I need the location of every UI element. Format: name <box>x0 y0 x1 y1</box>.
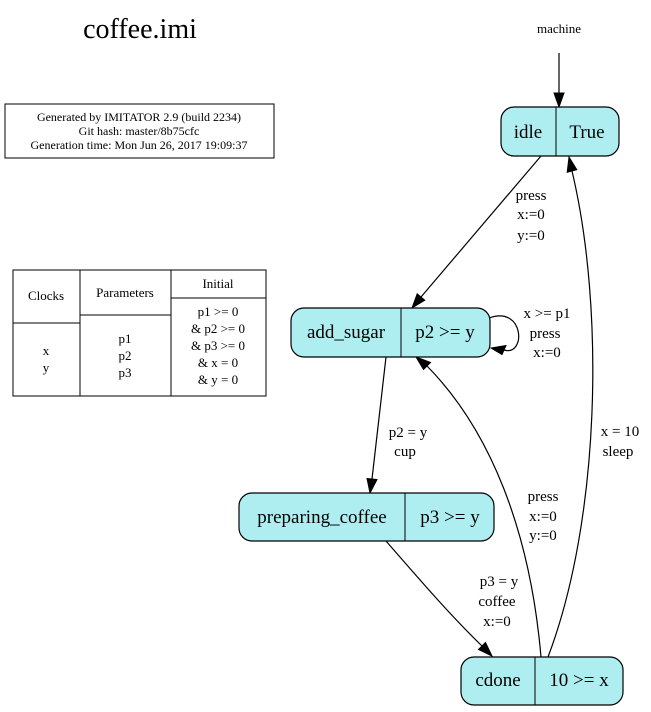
edge-label: p3 = y <box>480 574 519 590</box>
edge-idle-to-add-sugar <box>411 155 542 310</box>
initial-item: p1 >= 0 <box>198 304 239 319</box>
edge-label: cup <box>394 444 416 460</box>
state-invariant: True <box>569 122 604 143</box>
edge-label: press <box>530 326 561 342</box>
parameter-item: p3 <box>119 365 132 380</box>
clocks-header: Clocks <box>28 288 64 303</box>
parameter-item: p2 <box>119 348 132 363</box>
edge-label: x >= p1 <box>524 306 571 322</box>
initial-header: Initial <box>202 276 233 291</box>
state-add-sugar[interactable]: add_sugar p2 >= y <box>290 307 491 358</box>
edge-add-sugar-to-preparing-coffee <box>366 356 387 495</box>
state-cdone[interactable]: cdone 10 >= x <box>460 656 624 706</box>
initial-item: & p2 >= 0 <box>191 321 245 336</box>
edge-label: press <box>516 188 547 204</box>
state-name: cdone <box>475 670 520 691</box>
declarations-table: Clocks Parameters Initial x y p1 p2 p3 p… <box>12 269 267 397</box>
state-name: preparing_coffee <box>257 507 386 528</box>
edge-label: sleep <box>603 444 634 460</box>
edge-cdone-to-idle <box>547 155 594 658</box>
diagram-title: coffee.imi <box>83 14 197 45</box>
info-line: Git hash: master/8b75cfc <box>79 124 200 138</box>
initial-arrow <box>553 53 565 109</box>
edge-label: x:=0 <box>517 207 545 223</box>
edge-label: p2 = y <box>389 425 428 441</box>
parameter-item: p1 <box>119 331 132 346</box>
clock-item: x <box>43 343 50 358</box>
state-name: add_sugar <box>307 322 386 343</box>
initial-item: & x = 0 <box>198 355 238 370</box>
edge-preparing-coffee-to-cdone <box>385 540 494 658</box>
state-preparing-coffee[interactable]: preparing_coffee p3 >= y <box>238 492 495 542</box>
info-line: Generation time: Mon Jun 26, 2017 19:09:… <box>31 138 248 152</box>
state-invariant: p2 >= y <box>415 322 475 343</box>
edge-label: x:=0 <box>483 614 511 630</box>
automaton-name: machine <box>537 21 581 36</box>
clock-item: y <box>43 360 50 375</box>
initial-item: & p3 >= 0 <box>191 338 245 353</box>
edge-label: y:=0 <box>529 528 557 544</box>
initial-item: & y = 0 <box>198 372 238 387</box>
state-name: idle <box>514 122 543 143</box>
state-invariant: p3 >= y <box>420 507 480 528</box>
edge-label: x:=0 <box>529 509 557 525</box>
state-idle[interactable]: idle True <box>500 106 620 157</box>
state-invariant: 10 >= x <box>549 670 609 691</box>
parameters-header: Parameters <box>96 285 154 300</box>
edge-label: x = 10 <box>601 424 639 440</box>
edge-cdone-to-add-sugar <box>414 356 542 658</box>
edge-label: x:=0 <box>533 345 561 361</box>
edge-label: y:=0 <box>517 228 545 244</box>
info-line: Generated by IMITATOR 2.9 (build 2234) <box>37 110 241 124</box>
edge-add-sugar-self-loop <box>488 315 520 356</box>
generation-info-box: Generated by IMITATOR 2.9 (build 2234) G… <box>4 103 275 159</box>
edge-label: coffee <box>478 594 516 610</box>
edge-label: press <box>528 489 559 505</box>
